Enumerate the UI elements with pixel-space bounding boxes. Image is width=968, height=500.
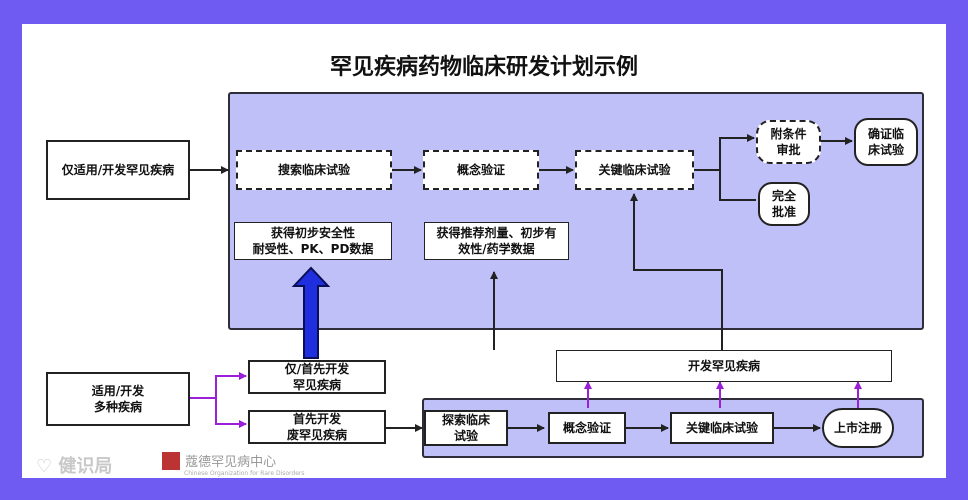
input-multi-disease: 适用/开发 多种疾病 bbox=[46, 372, 190, 426]
heart-logo-icon: ♡ bbox=[36, 456, 53, 477]
watermark-brand1: ♡ 健识局 bbox=[36, 452, 112, 478]
node-first-nonrare: 首先开发 废罕见疾病 bbox=[248, 410, 386, 444]
node-key-trial-bottom: 关键临床试验 bbox=[670, 412, 774, 444]
big-blue-arrow bbox=[291, 266, 331, 359]
node-conditional-approval: 附条件 审批 bbox=[756, 120, 821, 164]
node-market-registration: 上市注册 bbox=[822, 408, 894, 448]
input-rare-only: 仅适用/开发罕见疾病 bbox=[46, 140, 190, 200]
node-first-rare: 仅/首先开发 罕见疾病 bbox=[248, 360, 386, 394]
watermark-brand2-en: Chinese Organization for Rare Disorders bbox=[184, 470, 305, 477]
node-full-approval: 完全 批准 bbox=[758, 182, 810, 226]
node-concept-top: 概念验证 bbox=[423, 150, 539, 190]
diagram-title: 罕见疾病药物临床研发计划示例 bbox=[329, 55, 638, 80]
node-confirm-trial: 确证临 床试验 bbox=[854, 118, 918, 166]
node-key-trial-top: 关键临床试验 bbox=[575, 150, 694, 190]
note-safety-data: 获得初步安全性 耐受性、PK、PD数据 bbox=[234, 222, 392, 260]
seal-logo-icon bbox=[162, 451, 180, 470]
node-search-trial: 搜索临床试验 bbox=[236, 150, 392, 190]
black-arrows bbox=[190, 134, 853, 432]
watermark-brand2: 蔻德罕见病中心 Chinese Organization for Rare Di… bbox=[162, 450, 305, 477]
node-explore-trial: 探索临床 试验 bbox=[424, 410, 508, 446]
node-develop-rare: 开发罕见疾病 bbox=[556, 350, 892, 382]
watermark-brand1-text: 健识局 bbox=[58, 456, 113, 477]
node-concept-bottom: 概念验证 bbox=[548, 412, 626, 444]
watermark-brand2-text: 蔻德罕见病中心 bbox=[185, 455, 277, 470]
note-dose-data: 获得推荐剂量、初步有 效性/药学数据 bbox=[424, 222, 569, 260]
purple-arrows bbox=[190, 372, 862, 428]
